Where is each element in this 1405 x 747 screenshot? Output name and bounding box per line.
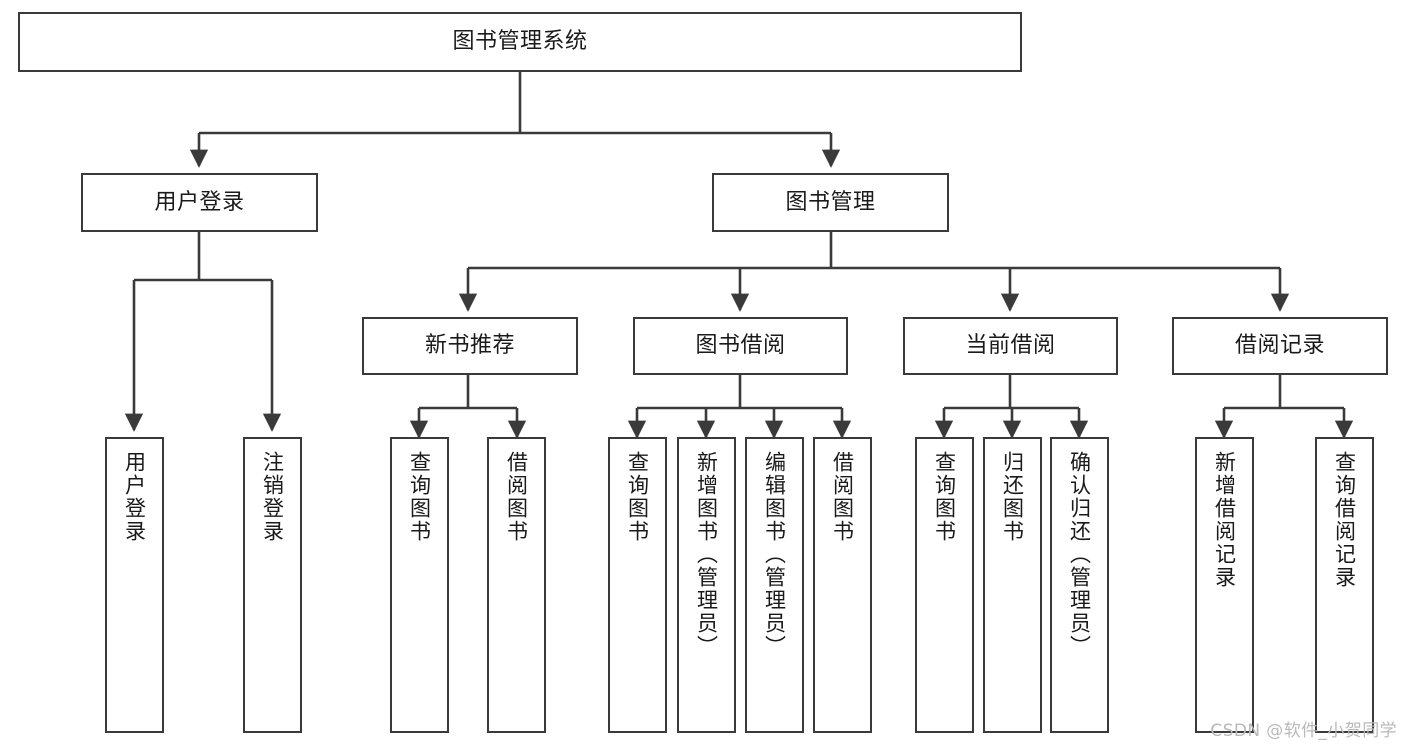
node-current-borrow[interactable]: 当前借阅 (903, 317, 1118, 375)
leaf-query-books-newbook-label: 查询图书 (407, 451, 432, 543)
leaf-query-books-current-label: 查询图书 (932, 451, 957, 543)
leaf-confirm-return-admin[interactable]: 确认归还（管理员） (1050, 437, 1109, 733)
leaf-query-books-borrow[interactable]: 查询图书 (608, 437, 667, 733)
node-root[interactable]: 图书管理系统 (18, 12, 1022, 72)
leaf-query-borrow-record[interactable]: 查询借阅记录 (1315, 437, 1374, 733)
node-new-book-recommend-label: 新书推荐 (424, 333, 515, 359)
node-book-borrow[interactable]: 图书借阅 (633, 317, 848, 375)
leaf-query-books-current[interactable]: 查询图书 (915, 437, 974, 733)
node-current-borrow-label: 当前借阅 (965, 333, 1056, 359)
leaf-confirm-return-admin-label: 确认归还（管理员） (1067, 451, 1092, 658)
leaf-add-book-admin[interactable]: 新增图书（管理员） (677, 437, 736, 733)
leaf-borrow-books-borrow-label: 借阅图书 (830, 451, 855, 543)
leaf-edit-book-admin[interactable]: 编辑图书（管理员） (745, 437, 804, 733)
node-book-management-label: 图书管理 (785, 189, 876, 215)
leaf-query-books-newbook[interactable]: 查询图书 (390, 437, 449, 733)
node-root-label: 图书管理系统 (452, 29, 588, 55)
leaf-borrow-books-newbook-label: 借阅图书 (504, 451, 529, 543)
leaf-return-books-label: 归还图书 (1000, 451, 1025, 543)
node-book-borrow-label: 图书借阅 (695, 333, 786, 359)
leaf-borrow-books-newbook[interactable]: 借阅图书 (487, 437, 546, 733)
watermark: CSDN @软件_小贺同学 (1210, 721, 1397, 741)
leaf-query-borrow-record-label: 查询借阅记录 (1332, 451, 1357, 589)
leaf-user-login-label: 用户登录 (122, 451, 147, 543)
node-new-book-recommend[interactable]: 新书推荐 (362, 317, 578, 375)
node-user-login-label: 用户登录 (154, 189, 245, 215)
leaf-logout-label: 注销登录 (260, 451, 285, 543)
leaf-logout[interactable]: 注销登录 (243, 437, 302, 733)
node-book-management[interactable]: 图书管理 (712, 173, 949, 232)
leaf-query-books-borrow-label: 查询图书 (625, 451, 650, 543)
node-borrow-records-label: 借阅记录 (1234, 333, 1325, 359)
node-user-login[interactable]: 用户登录 (81, 173, 318, 232)
leaf-add-book-admin-label: 新增图书（管理员） (694, 451, 719, 658)
leaf-return-books[interactable]: 归还图书 (983, 437, 1042, 733)
leaf-add-borrow-record-label: 新增借阅记录 (1212, 451, 1237, 589)
leaf-user-login[interactable]: 用户登录 (105, 437, 164, 733)
leaf-edit-book-admin-label: 编辑图书（管理员） (762, 451, 787, 658)
node-borrow-records[interactable]: 借阅记录 (1172, 317, 1388, 375)
leaf-borrow-books-borrow[interactable]: 借阅图书 (813, 437, 872, 733)
leaf-add-borrow-record[interactable]: 新增借阅记录 (1195, 437, 1254, 733)
